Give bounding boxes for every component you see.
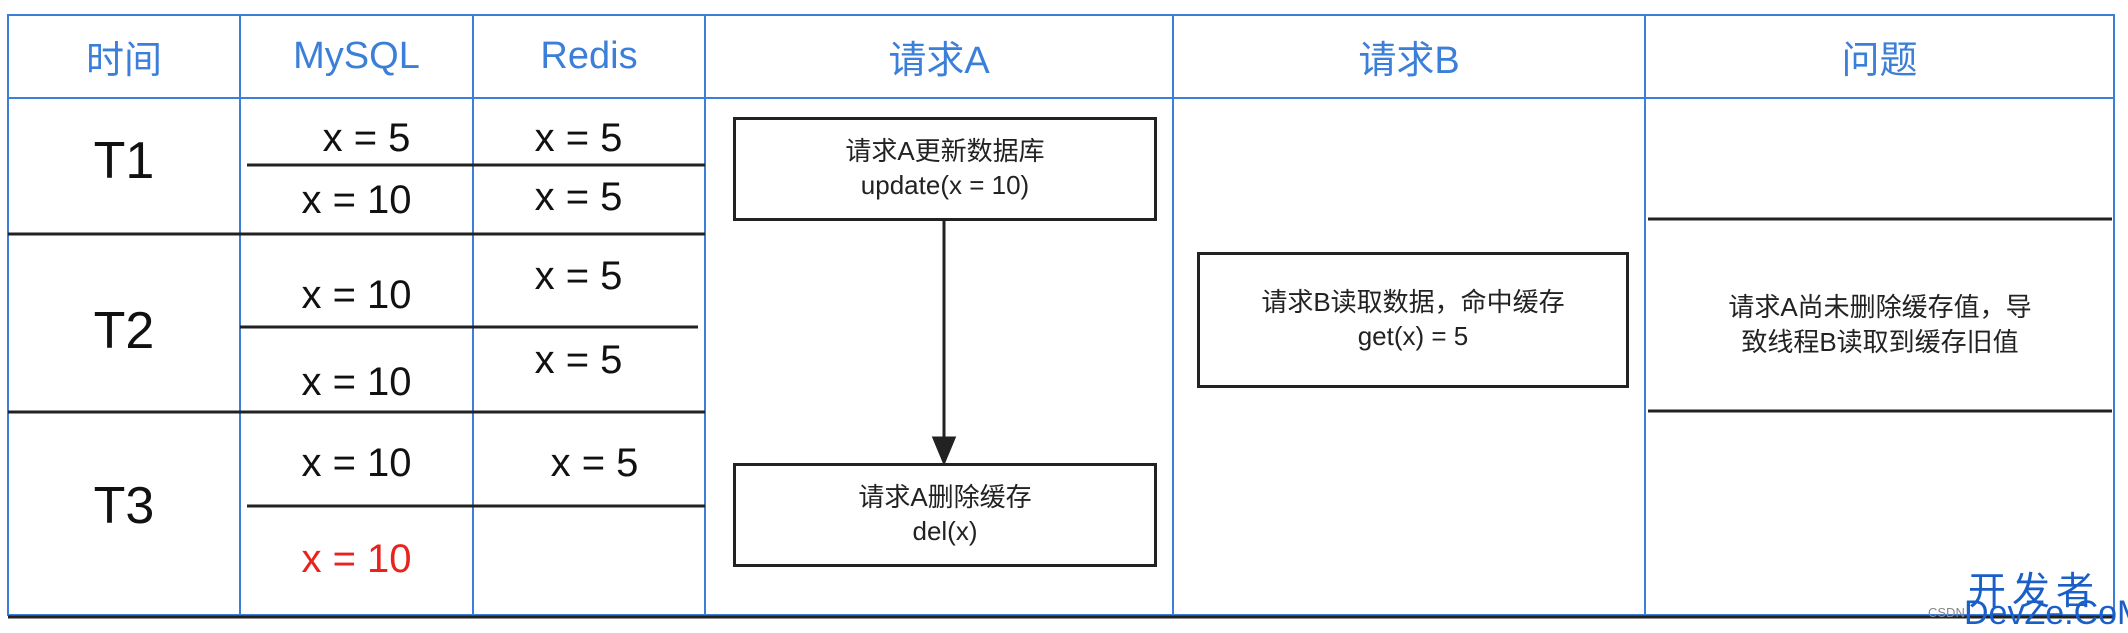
request-a-update-box: 请求A更新数据库 update(x = 10) (733, 117, 1157, 221)
issue-description: 请求A尚未删除缓存值，导 致线程B读取到缓存旧值 (1648, 290, 2112, 360)
time-t2: T2 (93, 302, 155, 360)
request-a-delete-code: del(x) (912, 516, 978, 546)
issue-line-1: 请求A尚未删除缓存值，导 (1728, 292, 2032, 322)
mysql-t1-after: x = 10 (301, 178, 412, 222)
watermark-top: 开发者 (1968, 571, 2101, 613)
time-t3: T3 (93, 477, 155, 535)
request-b-read-title: 请求B读取数据，命中缓存 (1261, 287, 1565, 318)
request-a-delete-title: 请求A删除缓存 (858, 482, 1032, 513)
issue-line-2: 致线程B读取到缓存旧值 (1741, 327, 2019, 358)
header-mysql: MySQL (293, 35, 420, 77)
request-b-read-box: 请求B读取数据，命中缓存 get(x) = 5 (1197, 252, 1629, 388)
mysql-t2-after: x = 10 (301, 360, 412, 404)
request-a-update-code: update(x = 10) (860, 170, 1030, 200)
redis-t2-after: x = 5 (534, 338, 623, 382)
header-time: 时间 (85, 40, 162, 82)
header-request-a: 请求A (888, 40, 990, 82)
header-request-b: 请求B (1358, 40, 1460, 82)
request-a-delete-box: 请求A删除缓存 del(x) (733, 463, 1157, 567)
redis-t1-before: x = 5 (534, 116, 623, 160)
watermark-bottom: DevZe.CoM (1964, 594, 2128, 632)
redis-t2-before: x = 5 (534, 254, 623, 298)
mysql-t2-before: x = 10 (301, 273, 412, 317)
redis-t1-after: x = 5 (534, 175, 623, 219)
mysql-t1-before: x = 5 (322, 116, 411, 160)
time-t1: T1 (93, 132, 155, 190)
mysql-t3-after-highlight: x = 10 (301, 537, 412, 581)
flow-arrow (931, 218, 957, 466)
header-redis: Redis (540, 35, 638, 77)
watermark-csdn: CSDN (1928, 605, 1965, 620)
mysql-t3-before: x = 10 (301, 441, 412, 485)
header-issue: 问题 (1841, 40, 1918, 82)
request-b-read-code: get(x) = 5 (1357, 321, 1469, 351)
redis-t3: x = 5 (550, 441, 639, 485)
request-a-update-title: 请求A更新数据库 (845, 136, 1045, 167)
